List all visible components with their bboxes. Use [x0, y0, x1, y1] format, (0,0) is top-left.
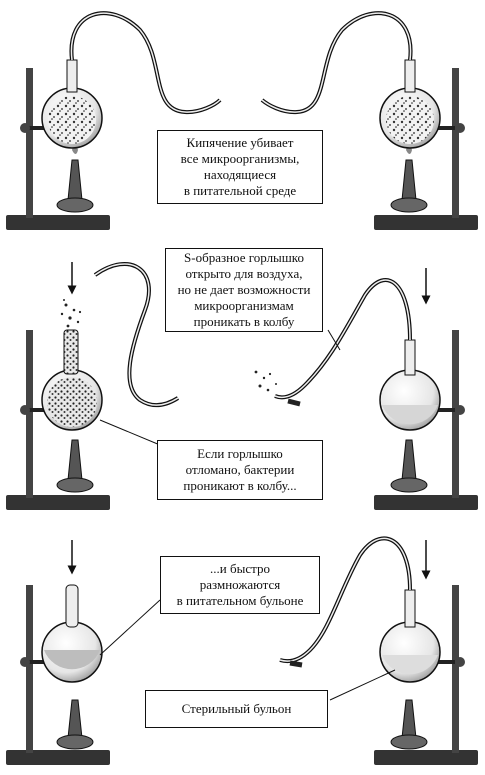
pointer-sterile — [329, 669, 396, 701]
callout-broken-neck: Если горлышко отломано, бактерии проника… — [157, 440, 323, 500]
pointer-s-neck — [327, 329, 341, 351]
callout-multiply-line-3: в питательном бульоне — [176, 593, 304, 608]
callout-boiling-line-3: находящиеся — [203, 167, 277, 182]
ring-stand-middle-left — [6, 330, 110, 510]
callout-multiply-line-1: ...и быстро — [210, 561, 270, 576]
pointer-multiply — [99, 599, 161, 656]
ring-stand-top-right — [374, 68, 478, 230]
callout-broken-line-2: отломано, бактерии — [185, 462, 295, 477]
callout-broken-line-3: проникают в колбу... — [183, 478, 297, 493]
ring-stand-bottom-right — [374, 585, 478, 765]
ring-stand-bottom-left — [6, 585, 110, 765]
flask-sterile-bottom-right — [379, 589, 441, 683]
flask-top-left — [41, 59, 103, 149]
flask-sterile-middle-right — [379, 339, 441, 431]
flask-contaminated-broken-neck — [41, 329, 103, 431]
flask-bacteria-multiplying — [41, 584, 103, 683]
callout-s-neck-line-5: проникать в колбу — [193, 314, 295, 329]
burner-bottom-right — [390, 699, 428, 750]
callout-s-neck-line-4: микроорганизмам — [194, 298, 294, 313]
bacteria-cloud-right — [254, 370, 277, 392]
pointer-broken — [99, 419, 161, 446]
callout-multiply-line-2: размножаются — [199, 577, 281, 592]
burner-bottom-left — [56, 699, 94, 750]
callout-s-neck-line-3: но не дает возможности — [177, 282, 311, 297]
callout-boiling: Кипячение убивает все микроорганизмы, на… — [157, 130, 323, 204]
callout-boiling-line-4: в питательной среде — [183, 183, 297, 198]
flask-top-right — [379, 59, 441, 149]
callout-sterile-broth: Стерильный бульон — [145, 690, 328, 728]
burner-middle-right — [390, 439, 428, 493]
callout-s-neck-line-2: открыто для воздуха, — [185, 266, 303, 281]
burner-top-right — [390, 144, 428, 213]
callout-s-neck-line-1: S-образное горлышко — [184, 250, 304, 265]
burner-middle-left — [56, 439, 94, 493]
burner-top-left — [56, 144, 94, 213]
callout-multiply: ...и быстро размножаются в питательном б… — [160, 556, 320, 614]
callout-sterile-line-1: Стерильный бульон — [181, 701, 292, 716]
bacteria-cloud-left — [60, 299, 82, 328]
ring-stand-middle-right — [374, 330, 478, 510]
callout-s-neck: S-образное горлышко открыто для воздуха,… — [165, 248, 323, 332]
callout-boiling-line-2: все микроорганизмы, — [180, 151, 300, 166]
callout-broken-line-1: Если горлышко — [197, 446, 283, 461]
callout-boiling-line-1: Кипячение убивает — [186, 135, 294, 150]
